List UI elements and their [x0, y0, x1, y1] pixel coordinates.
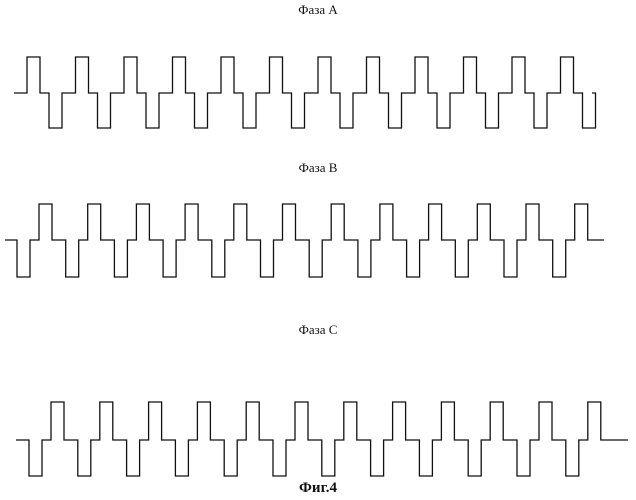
- phase-b-waveform: [5, 204, 604, 277]
- figure-caption: Фиг.4: [0, 480, 636, 497]
- phase-c-waveform: [16, 402, 628, 476]
- phase-a-waveform: [14, 57, 596, 128]
